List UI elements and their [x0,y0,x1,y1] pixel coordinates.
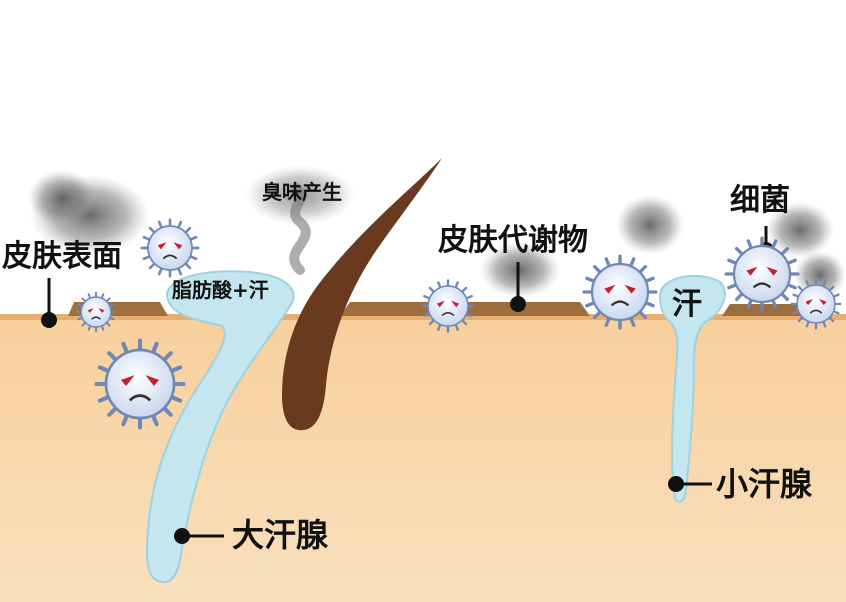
label-skin-surface: 皮肤表面 [2,239,122,274]
smoke-cloud-icon [28,170,96,226]
bacteria-icon [421,279,475,333]
bacteria-group [75,218,842,430]
apocrine-gland-duct [146,270,295,584]
label-odor: 臭味产生 [262,180,342,204]
bacteria-icon [75,291,117,333]
bacteria-icon [724,236,800,312]
label-apocrine-gland: 大汗腺 [232,516,329,554]
smoke-cloud-icon [616,195,684,255]
label-sweat: 汗 [672,287,702,322]
smoke-wisp [289,183,311,275]
bacteria-icon [582,254,658,330]
smoke-cloud-icon [480,242,560,298]
hair-shaft-icon [282,158,442,431]
bacteria-icon [94,338,186,430]
bacteria-icon [140,218,200,278]
metabolite-deposit [722,304,808,316]
pointer-apocrine-gland [174,528,224,544]
pointer-eccrine-gland [668,476,712,492]
label-metabolites: 皮肤代谢物 [438,223,588,258]
eccrine-gland-duct [658,274,726,503]
skin-surface-line [0,314,846,320]
label-sebum-sweat: 脂肪酸+汗 [172,278,269,302]
label-bacteria: 细菌 [730,183,790,218]
pointer-metabolites [510,262,526,312]
smoke-cloud-icon [766,202,834,258]
label-eccrine-gland: 小汗腺 [716,465,813,503]
bacteria-icon [790,278,842,330]
pointer-skin-surface [41,278,57,328]
